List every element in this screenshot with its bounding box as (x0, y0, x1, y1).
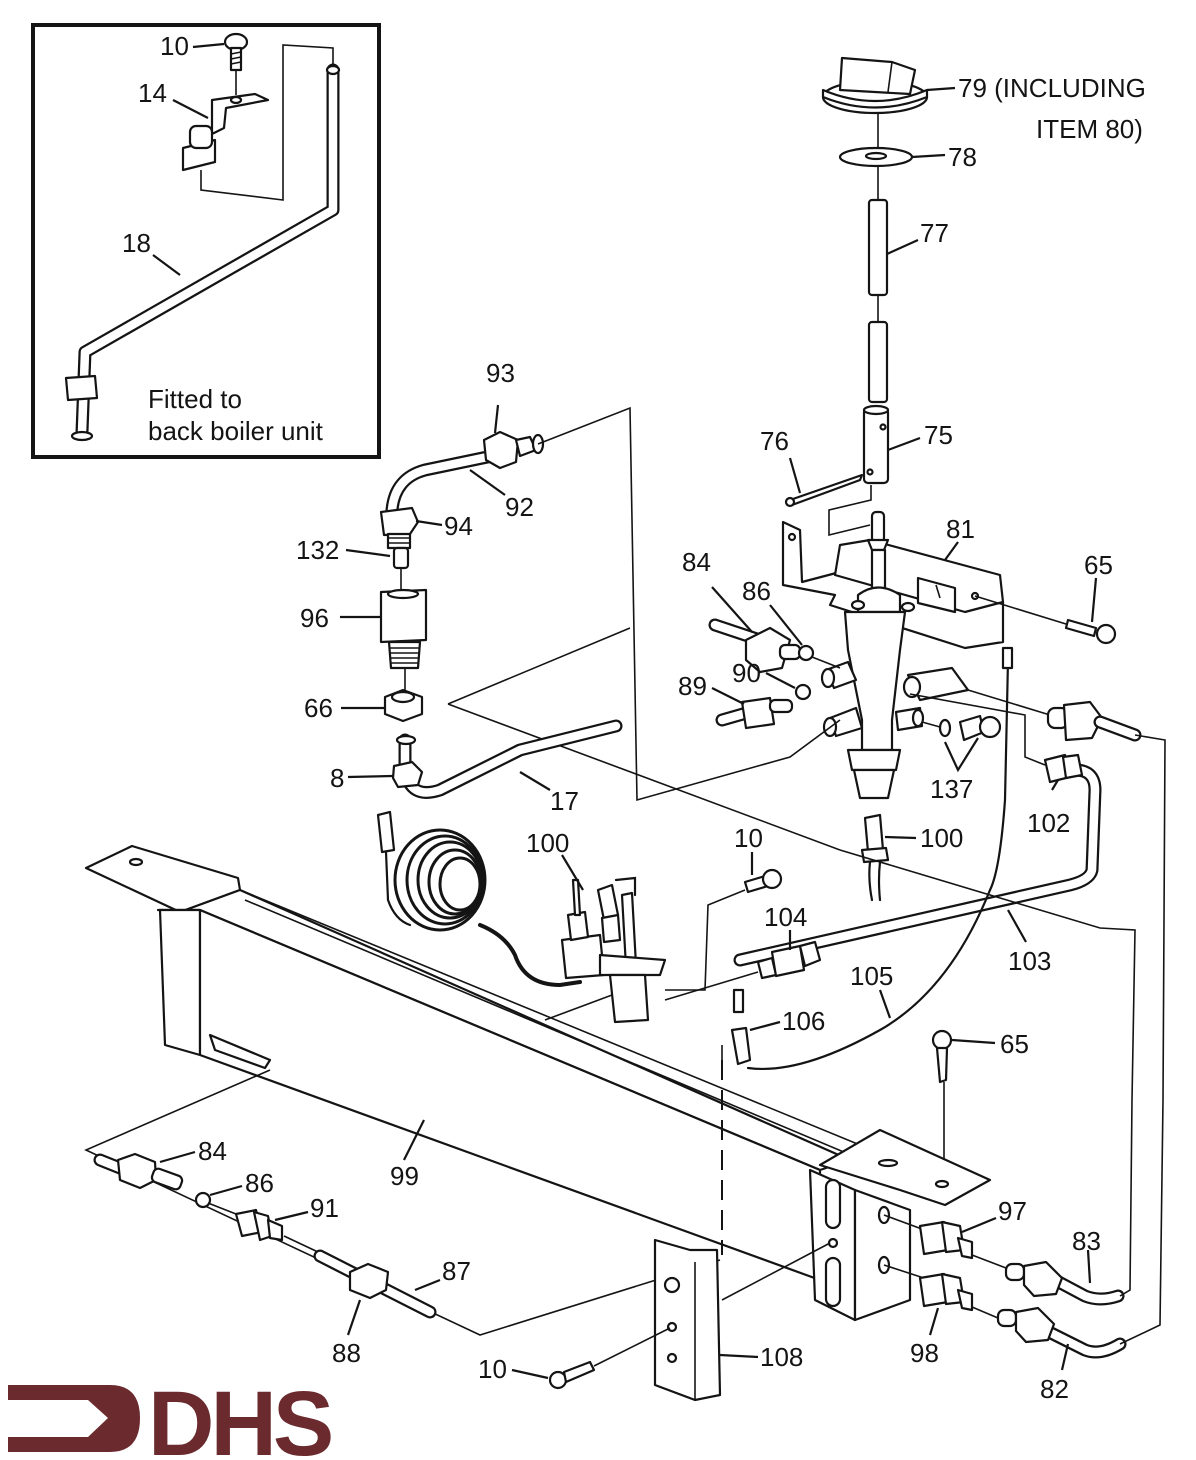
olive-90-icon (794, 683, 812, 701)
pipe-17-icon (391, 719, 623, 799)
split-pin-icon (784, 473, 864, 508)
label-14-inset: 14 (138, 78, 167, 108)
label-99: 99 (390, 1161, 419, 1191)
label-10-inset: 10 (160, 31, 189, 61)
label-92: 92 (505, 492, 534, 522)
nut-88-icon (313, 1249, 437, 1319)
spindle-coupling-icon (862, 404, 890, 485)
coiled-pipe-icon (376, 810, 582, 988)
pilot-burner-icon (560, 876, 667, 1024)
label-84-top: 84 (682, 547, 711, 577)
elbow-pipe-92-icon (385, 430, 545, 517)
inset-screw-icon (223, 32, 249, 95)
inset-panel: 10 14 18 Fitted to back boiler unit (31, 23, 381, 459)
label-10-bracket: 10 (478, 1354, 507, 1384)
right-pipe-nut-icon (1046, 700, 1142, 742)
nut-94-icon (379, 506, 420, 550)
label-102: 102 (1027, 808, 1070, 838)
washer-icon (838, 146, 914, 168)
label-76: 76 (760, 426, 789, 456)
label-83: 83 (1072, 1226, 1101, 1256)
olive-86-top-icon (797, 644, 815, 662)
label-18-inset: 18 (122, 228, 151, 258)
compression-nut-84-top-icon (708, 618, 802, 674)
union-104-icon (756, 940, 822, 980)
label-103: 103 (1008, 946, 1051, 976)
gas-valve-body-icon (820, 510, 970, 800)
seal-137-icon (938, 714, 1002, 742)
label-78: 78 (948, 142, 977, 172)
ignition-tag-icon (1001, 646, 1014, 670)
label-89: 89 (678, 671, 707, 701)
inset-note-line-1: Fitted to (148, 384, 242, 414)
nut-89-icon (715, 696, 794, 730)
ignition-connector-106-icon (730, 988, 752, 1066)
spindle-extension-icon (867, 198, 889, 404)
control-knob-icon (821, 56, 929, 115)
union-98-icon (918, 1272, 974, 1312)
inset-bracket-icon (181, 92, 270, 172)
label-75: 75 (924, 420, 953, 450)
label-86-top: 86 (742, 576, 771, 606)
label-87: 87 (442, 1256, 471, 1286)
label-10-pilot: 10 (734, 823, 763, 853)
label-81: 81 (946, 514, 975, 544)
label-8: 8 (330, 763, 344, 793)
label-65-top: 65 (1084, 550, 1113, 580)
label-96: 96 (300, 603, 329, 633)
label-137: 137 (930, 774, 973, 804)
label-106: 106 (782, 1006, 825, 1036)
label-77: 77 (920, 218, 949, 248)
logo-text: DHS (148, 1373, 331, 1460)
label-98: 98 (910, 1338, 939, 1368)
union-91-icon (234, 1208, 284, 1242)
label-108: 108 (760, 1342, 803, 1372)
label-90: 90 (732, 658, 761, 688)
thermocouple-100-right-icon (860, 813, 890, 902)
compression-nut-84-bottom-icon (93, 1152, 184, 1191)
burner-rail-icon (84, 844, 992, 1322)
adaptor-96-icon (379, 588, 428, 670)
label-100-left: 100 (526, 828, 569, 858)
label-84-bottom: 84 (198, 1136, 227, 1166)
label-79: 79 (INCLUDING (958, 73, 1146, 103)
label-97: 97 (998, 1196, 1027, 1226)
dhs-logo: DHS (8, 1373, 335, 1460)
nut-66-icon (383, 688, 424, 723)
label-88: 88 (332, 1338, 361, 1368)
label-91: 91 (310, 1193, 339, 1223)
label-132: 132 (296, 535, 339, 565)
thermocouple-connector-102-icon (733, 753, 1102, 967)
label-93: 93 (486, 358, 515, 388)
olive-86-bottom-icon (194, 1191, 212, 1209)
pipe-83-icon (1004, 1260, 1125, 1306)
pilot-screw-icon (743, 868, 783, 894)
inset-note-line-2: back boiler unit (148, 416, 324, 446)
inset-pipe-icon (64, 63, 341, 442)
label-100-right: 100 (920, 823, 963, 853)
label-82: 82 (1040, 1374, 1069, 1404)
label-86-bottom: 86 (245, 1168, 274, 1198)
logo-arrow-icon (8, 1385, 140, 1452)
label-105: 105 (850, 961, 893, 991)
bracket-screw-icon (1064, 618, 1117, 645)
label-17: 17 (550, 786, 579, 816)
adaptor-132-icon (392, 546, 410, 570)
label-94: 94 (444, 511, 473, 541)
rail-screw-icon (931, 1029, 953, 1084)
label-79-cont: ITEM 80) (1036, 114, 1143, 144)
pipe-82-icon (996, 1306, 1127, 1359)
label-104: 104 (764, 902, 807, 932)
label-65-rail: 65 (1000, 1029, 1029, 1059)
bracket-screw-10-icon (548, 1360, 596, 1390)
bracket-108-icon (653, 1238, 722, 1402)
union-97-icon (918, 1220, 974, 1260)
label-66: 66 (304, 693, 333, 723)
